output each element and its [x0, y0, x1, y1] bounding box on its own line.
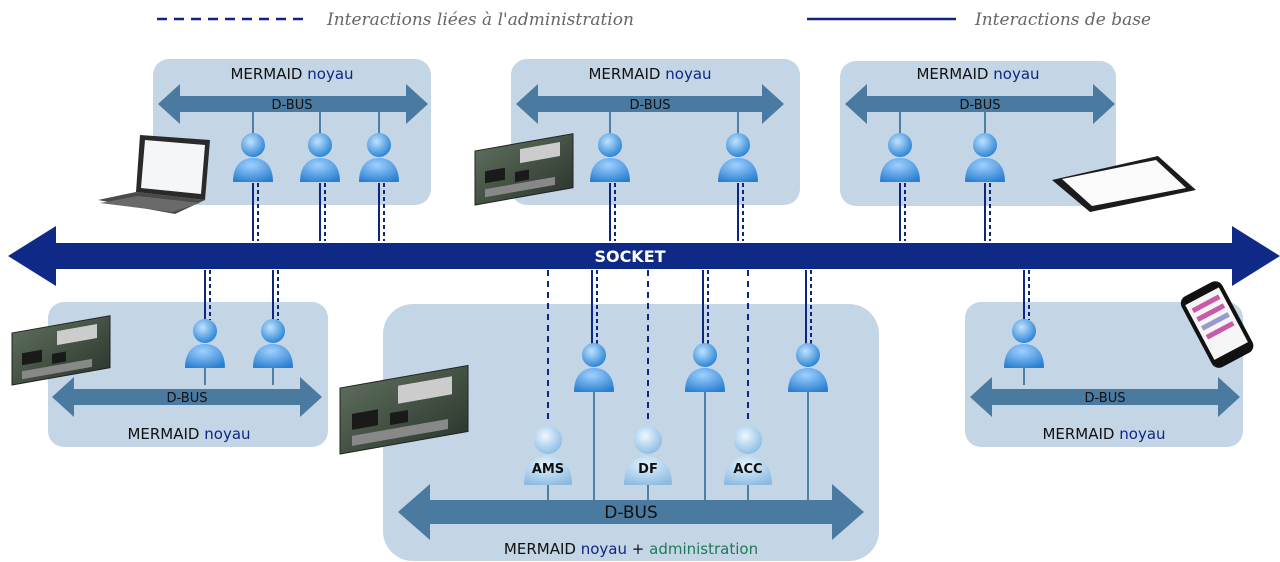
- legend-base-label: Interactions de base: [974, 10, 1151, 30]
- smartphone-icon: [1180, 281, 1254, 368]
- person-icon: [965, 133, 1005, 182]
- box-title-bottom-left: MERMAID noyau: [127, 425, 250, 443]
- person-icon: [574, 343, 614, 392]
- dbus-label: D-BUS: [630, 98, 671, 113]
- person-icon: [185, 319, 225, 368]
- admin-person-icon: [524, 456, 572, 485]
- person-icon: [880, 133, 920, 182]
- group-box-bottom-center: [383, 304, 879, 561]
- socket-label: SOCKET: [594, 247, 665, 266]
- admin-person-head: [734, 426, 762, 454]
- group-box-bottom-right: [965, 302, 1243, 447]
- dbus-link-lines: [204, 112, 1025, 500]
- dbus-top-center: D-BUS: [516, 84, 784, 124]
- dbus-top-right: D-BUS: [845, 84, 1115, 124]
- circuit-board-icon: [11, 315, 111, 386]
- legend-admin-label: Interactions liées à l'administration: [326, 10, 634, 30]
- admin-person-icon: [724, 456, 772, 485]
- circuit-board-icon: [339, 364, 469, 455]
- dbus-bottom-right: D-BUS: [970, 377, 1240, 417]
- socket-bus: SOCKET: [8, 226, 1280, 286]
- dbus-label: D-BUS: [604, 503, 658, 523]
- admin-person-head: [634, 426, 662, 454]
- person-icon: [253, 319, 293, 368]
- dbus-bottom-left: D-BUS: [52, 377, 322, 417]
- person-icons: [185, 133, 1044, 392]
- box-title-bottom-center: MERMAID noyau + administration: [504, 540, 758, 558]
- person-icon: [359, 133, 399, 182]
- admin-service-label: AMS: [532, 462, 564, 477]
- person-icon: [300, 133, 340, 182]
- admin-person-icon: [624, 456, 672, 485]
- box-title-top-left: MERMAID noyau: [230, 65, 353, 83]
- person-icon: [788, 343, 828, 392]
- dbus-top-left: D-BUS: [158, 84, 428, 124]
- box-title-bottom-right: MERMAID noyau: [1042, 425, 1165, 443]
- laptop-icon: [98, 135, 210, 214]
- admin-service-acc: ACC: [724, 426, 772, 485]
- dbus-label: D-BUS: [960, 98, 1001, 113]
- person-icon: [233, 133, 273, 182]
- person-icon: [590, 133, 630, 182]
- dbus-label: D-BUS: [272, 98, 313, 113]
- group-box-bottom-left: [48, 302, 328, 447]
- connection-lines: [204, 183, 1030, 420]
- person-icon: [718, 133, 758, 182]
- circuit-board-icon: [474, 133, 574, 206]
- dbus-label: D-BUS: [1085, 391, 1126, 406]
- dbus-label: D-BUS: [167, 391, 208, 406]
- box-title-top-right: MERMAID noyau: [916, 65, 1039, 83]
- person-icon: [685, 343, 725, 392]
- legend: Interactions liées à l'administration In…: [157, 10, 1151, 30]
- admin-service-label: DF: [638, 462, 658, 477]
- tablet-icon: [1052, 156, 1196, 212]
- dbus-bottom-center: D-BUS: [398, 484, 864, 540]
- admin-service-ams: AMS: [524, 426, 572, 485]
- admin-person-head: [534, 426, 562, 454]
- box-title-top-center: MERMAID noyau: [588, 65, 711, 83]
- group-box-top-left: [153, 59, 431, 205]
- admin-service-label: ACC: [733, 462, 762, 477]
- admin-service-df: DF: [624, 426, 672, 485]
- person-icon: [1004, 319, 1044, 368]
